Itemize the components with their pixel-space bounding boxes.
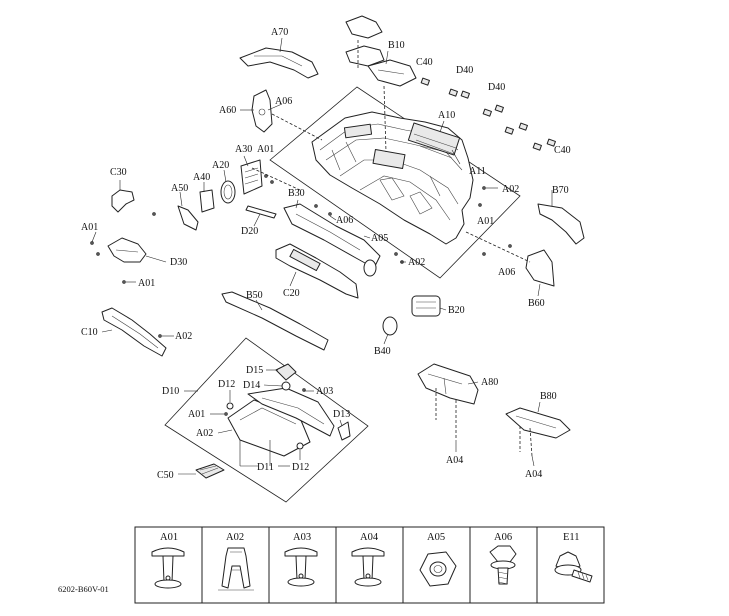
lower-mount-brackets (417, 363, 571, 439)
label-a05: A05 (371, 233, 388, 244)
label-d14: D14 (243, 380, 260, 391)
label-a40: A40 (193, 172, 210, 183)
label-a60: A60 (219, 105, 236, 116)
label-a06-right: A06 (498, 267, 515, 278)
legend-cell-a02: A02 (201, 526, 270, 604)
label-a30: A30 (235, 144, 252, 155)
label-a01-bottom: A01 (138, 278, 155, 289)
glovebox-assembly-frame (164, 337, 369, 503)
label-a20: A20 (212, 160, 229, 171)
label-a06-top: A06 (275, 96, 292, 107)
pan-head-screw-icon (351, 547, 385, 587)
label-b20: B20 (448, 305, 465, 316)
legend-code-e11: E11 (563, 532, 580, 543)
label-d30: D30 (170, 257, 187, 268)
label-a06-mid: A06 (336, 215, 353, 226)
label-a03: A03 (316, 386, 333, 397)
label-a04-left: A04 (446, 455, 463, 466)
legend-cell-a01: A01 (134, 526, 203, 604)
fastener-markers (90, 174, 512, 416)
label-b80: B80 (540, 391, 557, 402)
label-c30: C30 (110, 167, 127, 178)
label-d12-bottom: D12 (292, 462, 309, 473)
leader-lines (91, 37, 553, 475)
label-c40-top: C40 (416, 57, 433, 68)
left-air-vents (177, 159, 263, 231)
label-b10: B10 (388, 40, 405, 51)
instrument-hood (345, 15, 417, 87)
label-a02-box: A02 (196, 428, 213, 439)
label-c40-right: C40 (554, 145, 571, 156)
left-end-bracket (251, 89, 273, 133)
label-b30: B30 (288, 188, 305, 199)
label-a70: A70 (271, 27, 288, 38)
document-code: 6202-B60V-01 (58, 584, 109, 594)
retainer-clips (420, 77, 556, 151)
alignment-lines (251, 40, 533, 457)
label-a02-c10: A02 (175, 331, 192, 342)
label-a01-box: A01 (188, 409, 205, 420)
label-b70: B70 (552, 185, 569, 196)
left-support-bracket (111, 189, 135, 213)
legend-code-a03: A03 (293, 532, 311, 543)
legend-code-a05: A05 (427, 532, 445, 543)
hex-flange-bolt-icon (489, 545, 517, 585)
legend-code-a06: A06 (494, 532, 512, 543)
label-a10: A10 (438, 110, 455, 121)
reinforcement-bar (245, 205, 277, 219)
legend-cell-e11: E11 (536, 526, 605, 604)
pan-head-screw-icon (151, 547, 185, 589)
flange-screw-icon (554, 551, 593, 583)
center-lower-panel (283, 203, 381, 269)
legend-code-a01: A01 (160, 532, 178, 543)
right-end-panel (525, 249, 555, 287)
label-b40: B40 (374, 346, 391, 357)
legend-code-a02: A02 (226, 532, 244, 543)
label-a01-a30: A01 (257, 144, 274, 155)
dashboard-assembly-frame (269, 86, 521, 279)
left-lower-trim (101, 307, 167, 357)
fastener-legend: A01 A02 A03 (134, 526, 605, 604)
callout-labels: A70 B10 C40 D40 D40 A60 A06 A10 A11 C40 … (81, 27, 571, 481)
legend-cell-a04: A04 (335, 526, 404, 604)
label-d40-a: D40 (456, 65, 473, 76)
label-a80: A80 (481, 377, 498, 388)
label-b50: B50 (246, 290, 263, 301)
defroster-duct (239, 47, 319, 79)
label-a11: A11 (469, 166, 486, 177)
legend-cell-a05: A05 (402, 526, 471, 604)
label-d15: D15 (246, 365, 263, 376)
glovebox-assembly (195, 363, 351, 479)
lower-trim-strip (221, 291, 329, 351)
center-vents (363, 259, 441, 336)
label-a02-right: A02 (502, 184, 519, 195)
label-a04-right: A04 (525, 469, 542, 480)
legend-cell-a03: A03 (268, 526, 337, 604)
label-c20: C20 (283, 288, 300, 299)
right-side-duct (537, 203, 585, 245)
label-d20: D20 (241, 226, 258, 237)
label-a50: A50 (171, 183, 188, 194)
legend-code-a04: A04 (360, 532, 379, 543)
label-d40-b: D40 (488, 82, 505, 93)
label-d12-top: D12 (218, 379, 235, 390)
label-b60: B60 (528, 298, 545, 309)
pan-head-screw-icon (284, 547, 318, 587)
clip-icon (218, 547, 254, 591)
label-c50: C50 (157, 470, 174, 481)
left-lower-bracket (107, 237, 147, 263)
label-d10: D10 (162, 386, 179, 397)
label-d11: D11 (257, 462, 274, 473)
hex-nut-icon (419, 551, 457, 587)
label-c10: C10 (81, 327, 98, 338)
label-a02-mid: A02 (408, 257, 425, 268)
legend-cell-a06: A06 (469, 526, 538, 604)
dashboard-panel (311, 111, 474, 245)
console-trim (275, 243, 359, 299)
label-a01-left: A01 (81, 222, 98, 233)
label-a01-right: A01 (477, 216, 494, 227)
label-d13: D13 (333, 409, 350, 420)
